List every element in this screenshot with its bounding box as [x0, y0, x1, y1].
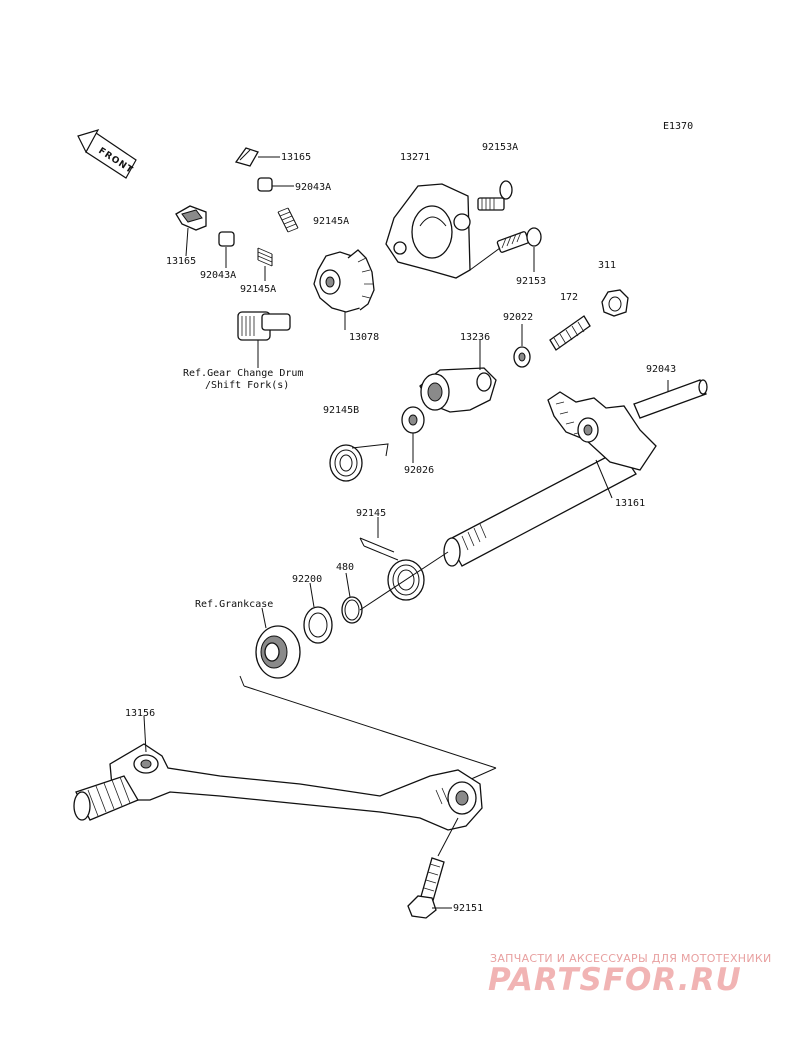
part-92043A-pin-top [257, 177, 273, 192]
part-13165-clip-top [234, 147, 259, 167]
label-13271: 13271 [400, 152, 430, 163]
label-92153: 92153 [516, 276, 546, 287]
label-13161: 13161 [615, 498, 645, 509]
ref-crankcase: Ref.Grankcase [195, 599, 273, 610]
label-92145A-top: 92145A [313, 216, 349, 227]
label-92145A-left: 92145A [240, 284, 276, 295]
front-arrow-icon: FRONT [77, 129, 137, 179]
part-92026-washer [401, 406, 425, 434]
label-92151: 92151 [453, 903, 483, 914]
watermark-logo: PARTSFOR.RU [488, 962, 742, 998]
part-13271-plate [385, 183, 471, 279]
part-13236-lever [419, 367, 497, 413]
part-92145A-spring-left [257, 247, 273, 267]
part-13156-shift-pedal [73, 743, 483, 831]
watermark-tagline: ЗАПЧАСТИ И АКСЕССУАРЫ ДЛЯ МОТОТЕХНИКИ [490, 952, 772, 965]
part-92043A-pin-left [218, 231, 235, 247]
part-gear-change-drum-pin [237, 311, 291, 341]
label-13236: 13236 [460, 332, 490, 343]
part-480-circlip [341, 596, 363, 624]
label-92026: 92026 [404, 465, 434, 476]
part-92151-bolt [407, 857, 445, 919]
part-crankcase-oil-seal [255, 625, 301, 679]
part-92153A-bolt [477, 180, 513, 211]
label-311: 311 [598, 260, 616, 271]
label-92153A: 92153A [482, 142, 518, 153]
part-92200-washer [303, 606, 333, 644]
label-92043A-top: 92043A [295, 182, 331, 193]
ref-gear-change-drum-2: /Shift Fork(s) [205, 380, 289, 391]
label-92200: 92200 [292, 574, 322, 585]
label-13165-left: 13165 [166, 256, 196, 267]
part-92043-pin [633, 379, 708, 419]
part-92153-bolt [496, 227, 542, 253]
diagram-code: E1370 [663, 121, 693, 132]
part-13078-shift-drum-cam [313, 249, 375, 313]
part-92145B-spring [329, 443, 389, 482]
label-13078: 13078 [349, 332, 379, 343]
label-92043A-left: 92043A [200, 270, 236, 281]
label-13165-top: 13165 [281, 152, 311, 163]
label-92043: 92043 [646, 364, 676, 375]
label-172: 172 [560, 292, 578, 303]
label-480: 480 [336, 562, 354, 573]
label-92145B: 92145B [323, 405, 359, 416]
part-13165-clip-left [175, 205, 207, 231]
part-92145-spring [359, 537, 425, 601]
part-92022-washer [513, 346, 531, 368]
label-92145: 92145 [356, 508, 386, 519]
ref-gear-change-drum-1: Ref.Gear Change Drum [183, 368, 303, 379]
part-311-nut [601, 289, 629, 317]
label-92022: 92022 [503, 312, 533, 323]
part-92145A-spring-top [277, 207, 299, 233]
label-13156: 13156 [125, 708, 155, 719]
part-13161-shift-shaft [443, 391, 657, 567]
part-172-stud [549, 315, 591, 351]
